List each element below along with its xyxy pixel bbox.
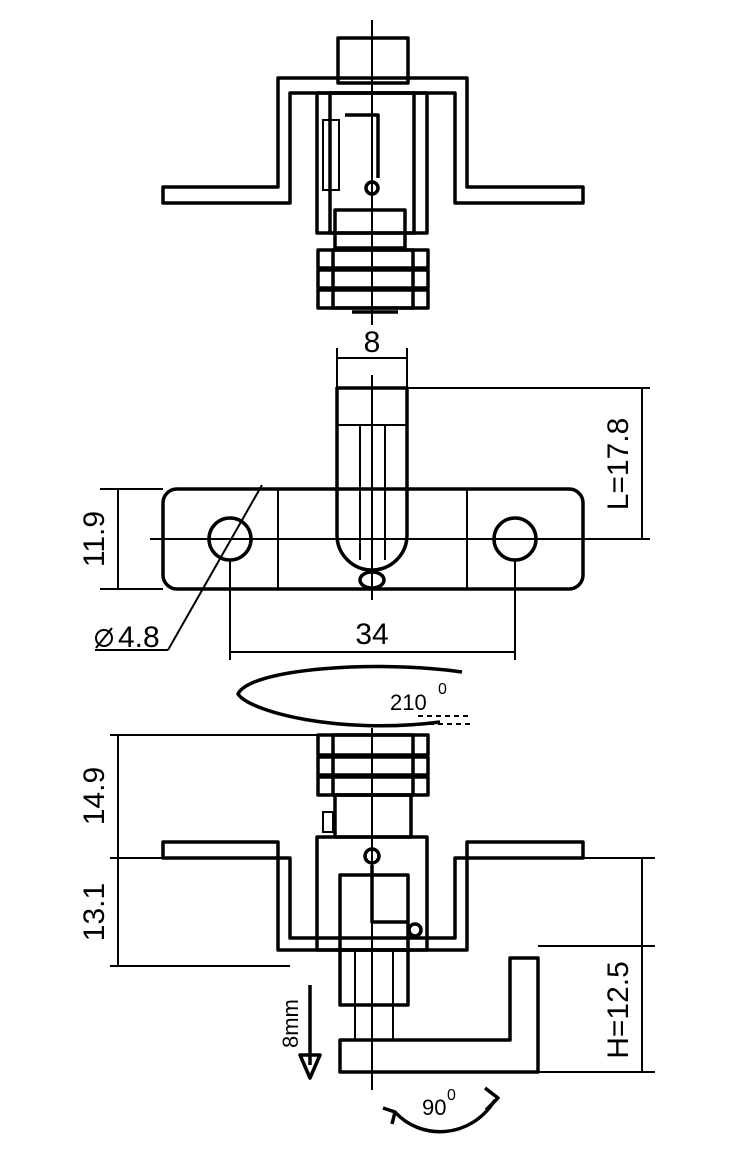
bottom-view: 210 0 90 0 8mm (78, 664, 655, 1134)
dim-plate-height: 11.9 (78, 511, 111, 567)
top-view (161, 20, 585, 325)
rotation-210-label: 210 (390, 690, 427, 715)
middle-view: 8 L=17.8 11.9 4.8 34 (78, 326, 650, 660)
rotation-arc-210 (236, 664, 463, 728)
dim-hole-spacing: 34 (355, 618, 388, 651)
dim-top-height: 14.9 (78, 767, 111, 825)
dim-length: L=17.8 (602, 418, 635, 511)
rotation-arc-90 (393, 1099, 497, 1134)
rotation-210-degree: 0 (438, 681, 447, 698)
travel-label: 8mm (278, 999, 303, 1048)
rotation-90-label: 90 (422, 1095, 446, 1120)
dim-pin-width: 8 (364, 326, 381, 359)
dim-hole-diameter: 4.8 (118, 621, 160, 654)
rotation-90-degree: 0 (447, 1087, 456, 1104)
dim-drop-height: H=12.5 (602, 961, 635, 1059)
dim-mid-height: 13.1 (78, 883, 111, 941)
